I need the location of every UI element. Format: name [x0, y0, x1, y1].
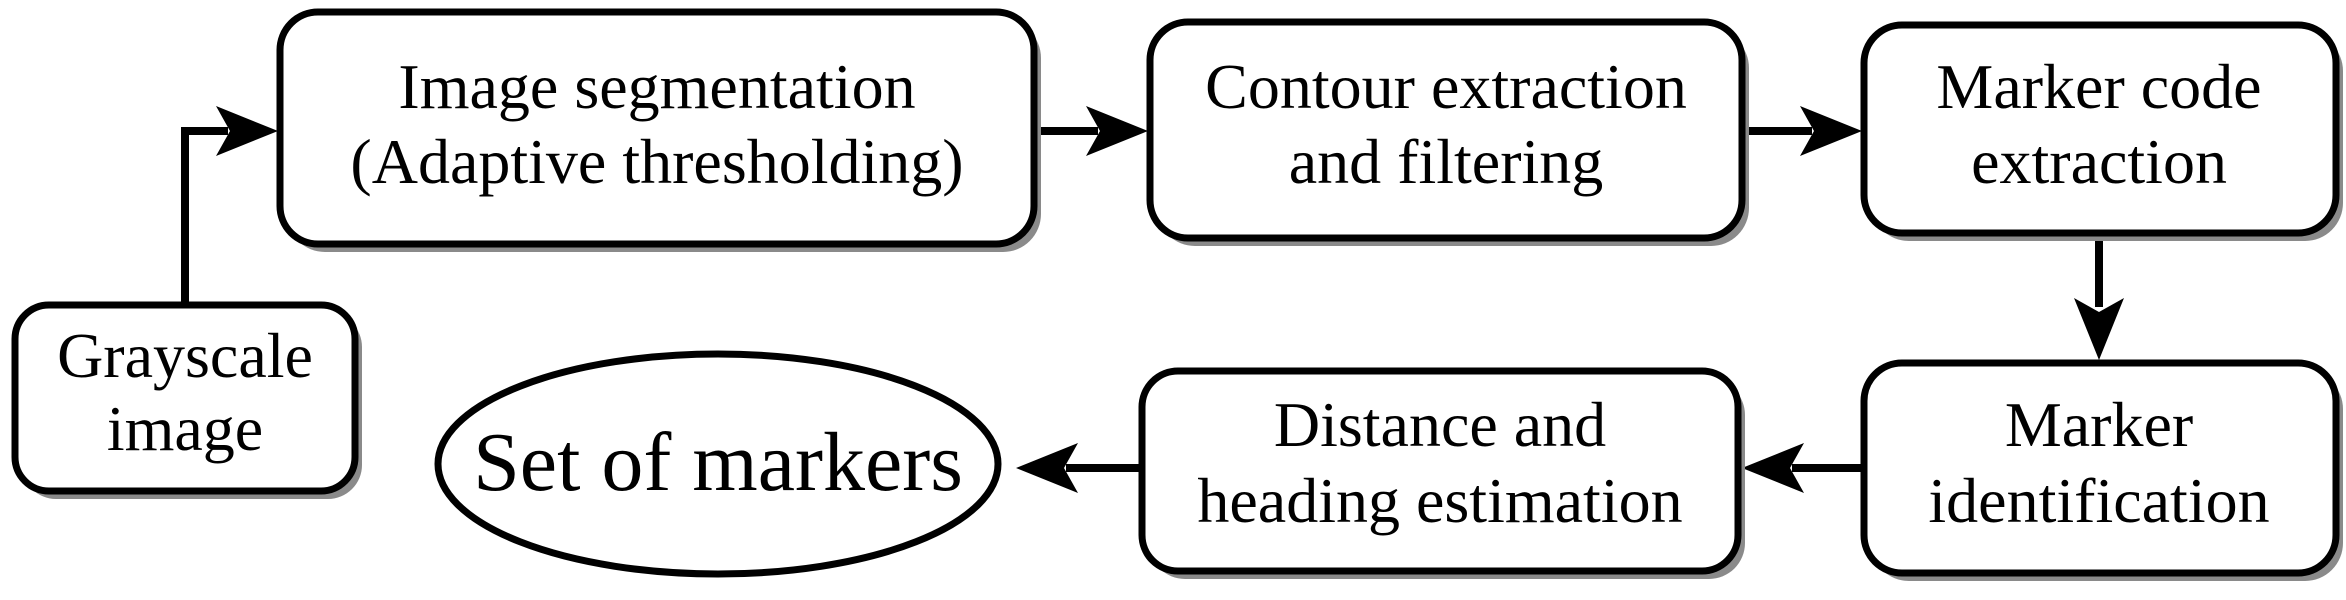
node-image-segmentation: Image segmentation (Adaptive thresholdin…: [276, 8, 1041, 252]
node-marker-identification: Marker identification: [1860, 359, 2343, 581]
node-segmentation-line2: (Adaptive thresholding): [350, 126, 963, 197]
arrowhead-to-identification: [2074, 298, 2124, 360]
node-code-line2: extraction: [1971, 126, 2227, 197]
node-contour-line1: Contour extraction: [1205, 51, 1687, 122]
node-grayscale-line2: image: [107, 393, 263, 464]
connector-grayscale-to-segmentation: [181, 127, 228, 305]
node-segmentation-line1: Image segmentation: [398, 51, 915, 122]
node-markers-label: Set of markers: [473, 416, 963, 509]
node-marker-code-extraction: Marker code extraction: [1860, 21, 2343, 241]
node-estimation-line1: Distance and: [1274, 389, 1606, 460]
node-code-line1: Marker code: [1936, 51, 2261, 122]
arrowhead-to-markers: [1016, 443, 1078, 493]
node-set-of-markers: Set of markers: [434, 350, 1002, 578]
node-contour-extraction: Contour extraction and filtering: [1146, 18, 1749, 246]
node-grayscale-image: Grayscale image: [11, 301, 362, 499]
arrowhead-to-estimation: [1742, 443, 1804, 493]
node-distance-heading-estimation: Distance and heading estimation: [1138, 367, 1745, 579]
arrowhead-to-code: [1800, 106, 1862, 156]
arrowhead-to-segmentation: [216, 106, 278, 156]
arrowhead-to-contour: [1086, 106, 1148, 156]
node-estimation-line2: heading estimation: [1197, 465, 1682, 536]
node-grayscale-line1: Grayscale: [57, 320, 313, 391]
connectors: [181, 106, 2124, 493]
node-contour-line2: and filtering: [1289, 126, 1604, 197]
node-identification-line1: Marker: [2005, 389, 2193, 460]
node-identification-line2: identification: [1928, 465, 2269, 536]
